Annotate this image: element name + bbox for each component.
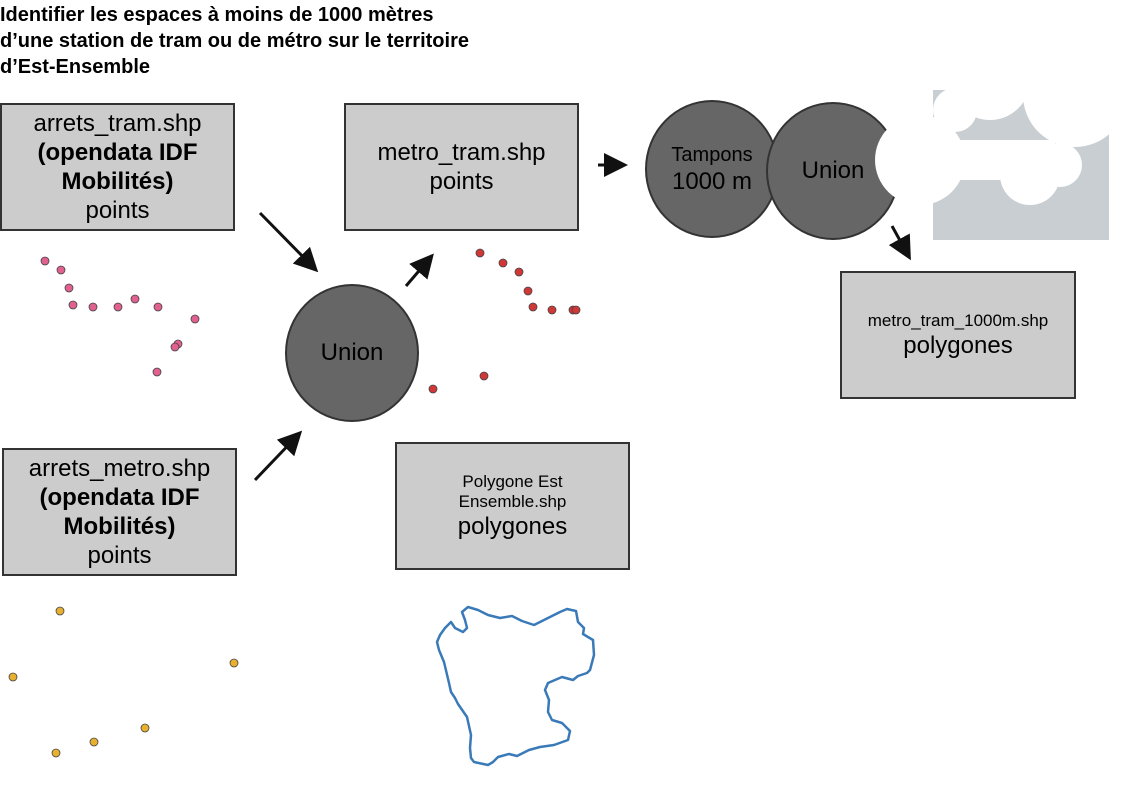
tampons-node: Tampons 1000 m [645,100,779,238]
union-left-label: Union [320,339,384,366]
tram-stop-point [170,342,180,352]
metro-stop-point [229,658,239,668]
polygone-est-filename-1: Polygone Est [462,471,563,491]
arrets-metro-type: points [87,542,152,569]
metro-points-map [8,606,239,758]
metro-tram-points-map [428,248,581,394]
metro-tram-box: metro_tram.shp points [344,103,579,231]
tram-stop-point [88,302,98,312]
arrets-tram-source-2: Mobilités) [61,168,174,195]
metro-stop-point [51,748,61,758]
arrow-union-to-metro-tram [404,253,434,287]
arrets-metro-source-1: (opendata IDF [39,484,200,511]
metro-stop-point [140,723,150,733]
tram-stop-point [64,283,74,293]
metro-tram-stop-point [547,305,557,315]
tram-stop-point [56,265,66,275]
arrow-union-to-result [888,225,911,261]
metro-tram-1000m-filename: metro_tram_1000m.shp [867,310,1049,330]
tram-stop-point [113,302,123,312]
metro-stop-point [55,606,65,616]
union-left-node: Union [285,284,419,422]
metro-tram-filename: metro_tram.shp [377,139,546,166]
metro-tram-stop-point [523,286,533,296]
metro-tram-stop-point [571,305,581,315]
tram-points-map [40,256,200,377]
arrow-tram-to-union [258,211,319,273]
arrets-metro-filename: arrets_metro.shp [28,455,211,482]
polygone-est-box: Polygone Est Ensemble.shp polygones [395,442,630,570]
metro-tram-stop-point [479,371,489,381]
polygone-est-type: polygones [457,512,568,540]
tram-stop-point [68,300,78,310]
arrets-tram-box: arrets_tram.shp (opendata IDF Mobilités)… [0,103,235,231]
tram-stop-point [152,367,162,377]
tampons-distance: 1000 m [671,168,753,195]
polygone-est-filename-2: Ensemble.shp [458,491,567,511]
est-ensemble-outline [435,605,596,767]
metro-tram-stop-point [475,248,485,258]
union-right-label: Union [801,157,865,184]
metro-tram-1000m-type: polygones [903,331,1013,359]
arrets-metro-source-2: Mobilités) [63,513,176,540]
metro-tram-stop-point [528,302,538,312]
metro-stop-point [8,672,18,682]
tampons-label: Tampons [671,144,753,166]
arrets-metro-box: arrets_metro.shp (opendata IDF Mobilités… [2,448,237,576]
tram-stop-point [153,302,163,312]
buffer-union-shape [875,40,1123,240]
metro-tram-1000m-box: metro_tram_1000m.shp polygones [840,271,1076,399]
metro-stop-point [89,737,99,747]
arrets-tram-source-1: (opendata IDF [37,139,198,166]
tram-stop-point [190,314,200,324]
diagram-title: Identifier les espaces à moins de 1000 m… [0,4,469,78]
metro-tram-stop-point [514,267,524,277]
metro-tram-stop-point [498,258,508,268]
arrets-tram-filename: arrets_tram.shp [33,110,202,137]
metro-tram-stop-point [428,384,438,394]
tram-stop-point [130,294,140,304]
arrow-metro-to-union [253,430,303,482]
arrets-tram-type: points [85,197,150,224]
tram-stop-point [40,256,50,266]
metro-tram-type: points [429,168,494,195]
